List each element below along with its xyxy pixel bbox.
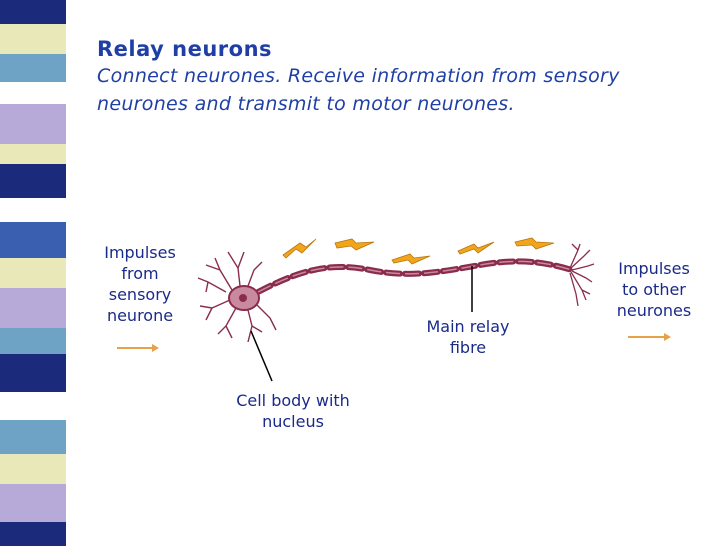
- slide-subtitle-line-2: neurones and transmit to motor neurones.: [97, 93, 515, 115]
- relay-fibre: [255, 258, 575, 295]
- cell-body-label-line: nucleus: [262, 412, 324, 431]
- fibre-label-line: fibre: [449, 338, 487, 357]
- input-label-line: sensory: [108, 285, 172, 304]
- right-arrow-icon: [117, 344, 159, 352]
- output-label-line: neurones: [616, 301, 692, 320]
- output-label-line: to other: [622, 280, 686, 299]
- right-arrow-icon: [628, 333, 671, 341]
- input-label-line: from: [121, 264, 159, 283]
- cell-body: [197, 251, 277, 343]
- fibre-label-line: Main relay: [426, 317, 510, 336]
- cell-body-pointer: [250, 330, 273, 382]
- input-impulses-label: Impulses from sensory neurone: [90, 242, 190, 326]
- output-label-line: Impulses: [618, 259, 690, 278]
- input-label-line: Impulses: [104, 243, 176, 262]
- title-block: Relay neurons Connect neurones. Receive …: [97, 36, 717, 118]
- lightning-bolt-icon: [282, 237, 555, 265]
- decorative-stripe: [0, 0, 66, 546]
- axon-terminal: [569, 243, 595, 307]
- main-relay-fibre-label: Main relay fibre: [406, 316, 530, 358]
- slide-title: Relay neurons: [97, 37, 273, 61]
- input-label-line: neurone: [106, 306, 174, 325]
- output-impulses-label: Impulses to other neurones: [604, 258, 704, 321]
- cell-body-label-line: Cell body with: [236, 391, 350, 410]
- slide-subtitle-line-1: Connect neurones. Receive information fr…: [97, 65, 620, 87]
- cell-body-label: Cell body with nucleus: [218, 390, 368, 432]
